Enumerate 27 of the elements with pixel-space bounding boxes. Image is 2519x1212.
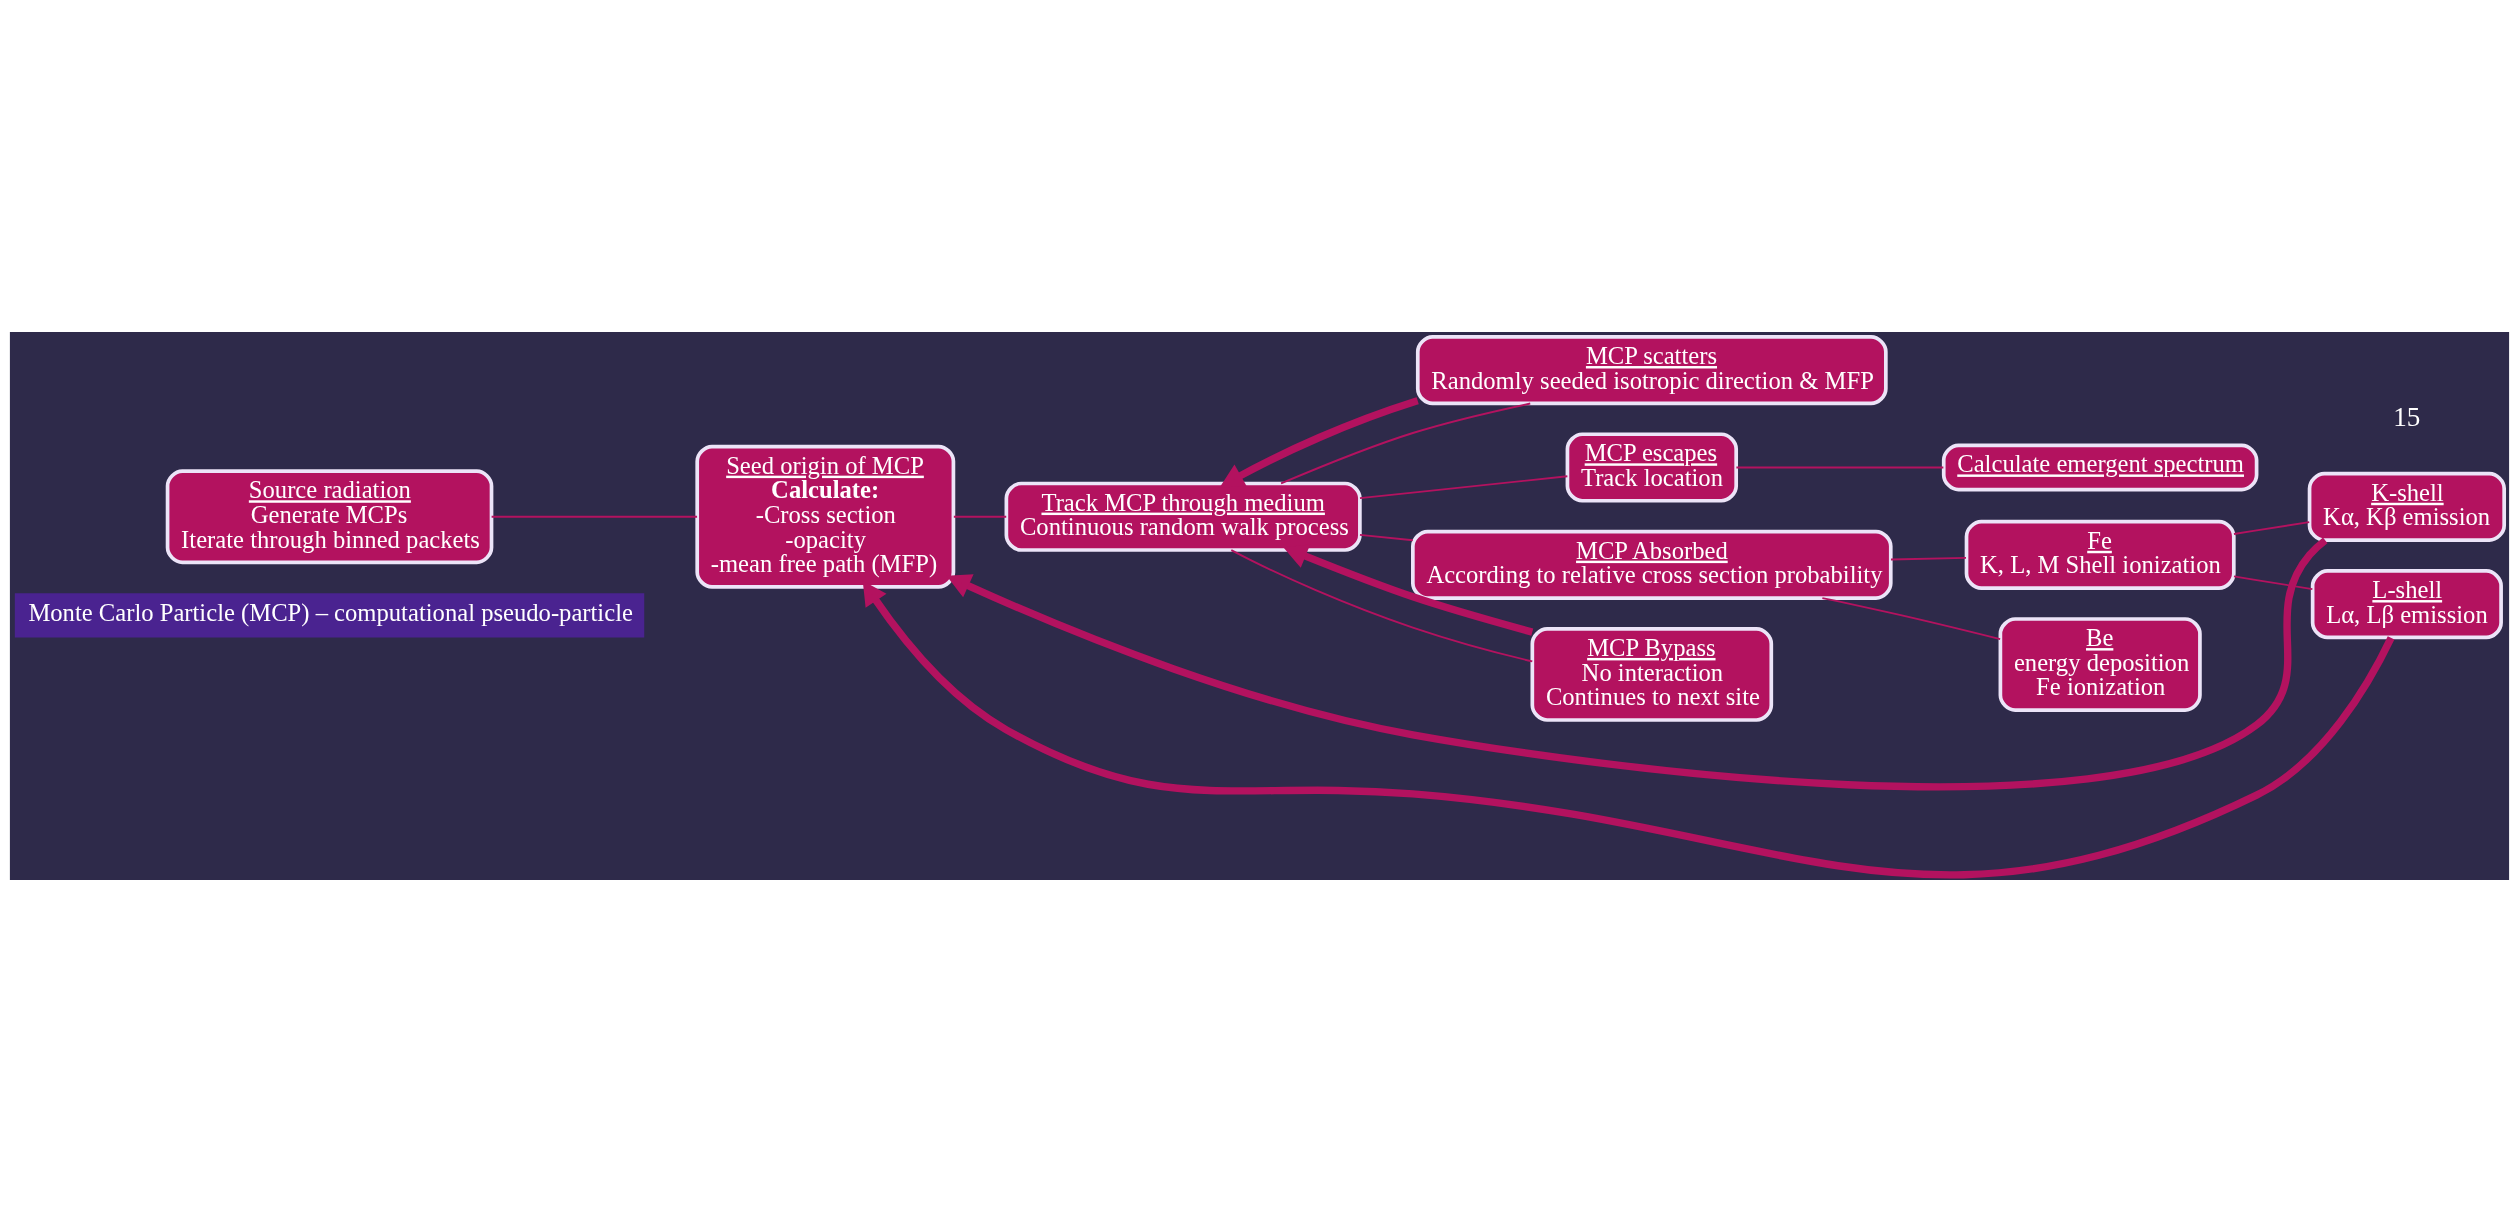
connector [1359,475,1569,500]
node-box: Fe K, L, M Shell ionization [1964,519,2236,591]
node-box: L-shell Lα, Lβ emission [2310,569,2503,640]
node-box: Source radiation Generate MCPs Iterate through binned packets [165,469,494,565]
node-box: Calculate emergent spectrum [1941,443,2259,492]
node-box: Track MCP through medium Continuous random walk process [1004,481,1362,552]
connector [1230,549,1534,663]
node-box: Seed origin of MCP Calculate: -Cross section -opacity -mean free path (MFP) [695,444,956,589]
connector [1735,466,1945,469]
connector [1280,402,1532,485]
connector [2233,575,2314,591]
connector [1890,556,1967,561]
node-box: MCP Absorbed According to relative cross section probability [1411,529,1893,600]
arrow [946,537,2328,791]
node-box: Be energy deposition Fe ionization [1998,617,2202,712]
connector [1821,597,2002,640]
connector [1359,533,1414,542]
node-box: K-shell Kα, Kβ emission [2307,471,2506,542]
label: 15 [2393,402,2421,433]
arrow [1219,397,1419,488]
connector [952,515,1008,518]
node-box: Monte Carlo Particle (MCP) – computational pseudo-particle [14,593,645,638]
node-box: MCP escapes Track location [1565,432,1739,503]
connector [490,515,698,518]
node-box: MCP scatters Randomly seeded isotropic direction & MFP [1415,335,1888,406]
node-box: MCP Bypass No interaction Continues to next site [1530,627,1774,722]
connector [2233,521,2311,535]
